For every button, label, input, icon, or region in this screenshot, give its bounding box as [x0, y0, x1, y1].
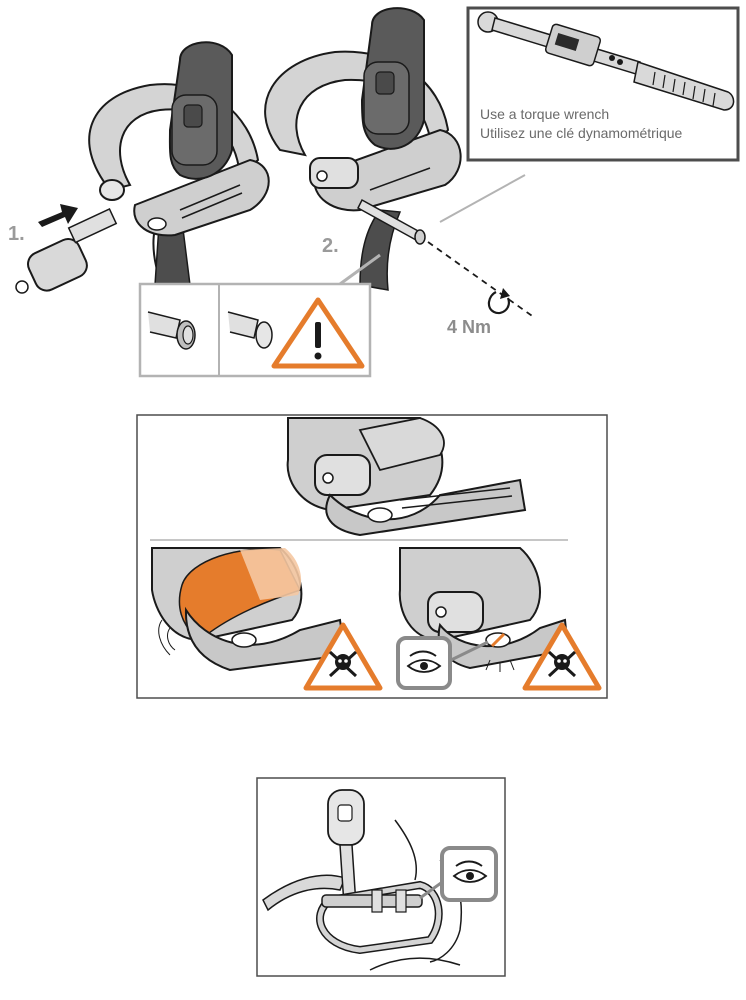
eye-inspect-icon: [396, 636, 489, 690]
screw-axis-line: [427, 241, 536, 319]
pin-insert: [15, 208, 118, 294]
warning-skull-icon: [303, 622, 383, 691]
rotate-arrow-icon: [487, 288, 510, 315]
warning-exclamation-icon: [271, 297, 365, 369]
torque-value: 4 Nm: [447, 317, 491, 337]
pin-comparison-inset: [138, 253, 381, 378]
pin-incorrect: [227, 311, 273, 349]
step-one-assembly: 1.: [8, 41, 270, 294]
connector-detail-top: [286, 417, 527, 537]
pin-correct: [147, 311, 196, 350]
step-two-assembly: 4 Nm 2.: [264, 7, 536, 337]
step-one-label: 1.: [8, 223, 25, 245]
connector-detail-overheat: [151, 547, 347, 672]
connector-detail-cracked: [398, 547, 570, 672]
wrench-note-en: Use a torque wrench: [480, 106, 609, 122]
bottom-section: [256, 777, 506, 977]
torque-wrench-illustration: [477, 11, 735, 111]
plate: [133, 158, 270, 237]
middle-section: [136, 414, 608, 699]
arrow-right-icon: [38, 204, 78, 227]
wrench-note-fr: Utilisez une clé dynamométrique: [480, 125, 683, 141]
step-two-label: 2.: [322, 235, 339, 257]
warning-skull-icon-2: [522, 622, 602, 691]
top-section: 1. 4 Nm 2.: [8, 6, 740, 378]
eye-inspect-icon-2: [419, 846, 498, 902]
torque-wrench-callout: Use a torque wrench Utilisez une clé dyn…: [466, 6, 740, 162]
plate-2: [313, 128, 462, 212]
screw: [357, 198, 426, 245]
carabiner-check-illustration: [262, 789, 462, 971]
